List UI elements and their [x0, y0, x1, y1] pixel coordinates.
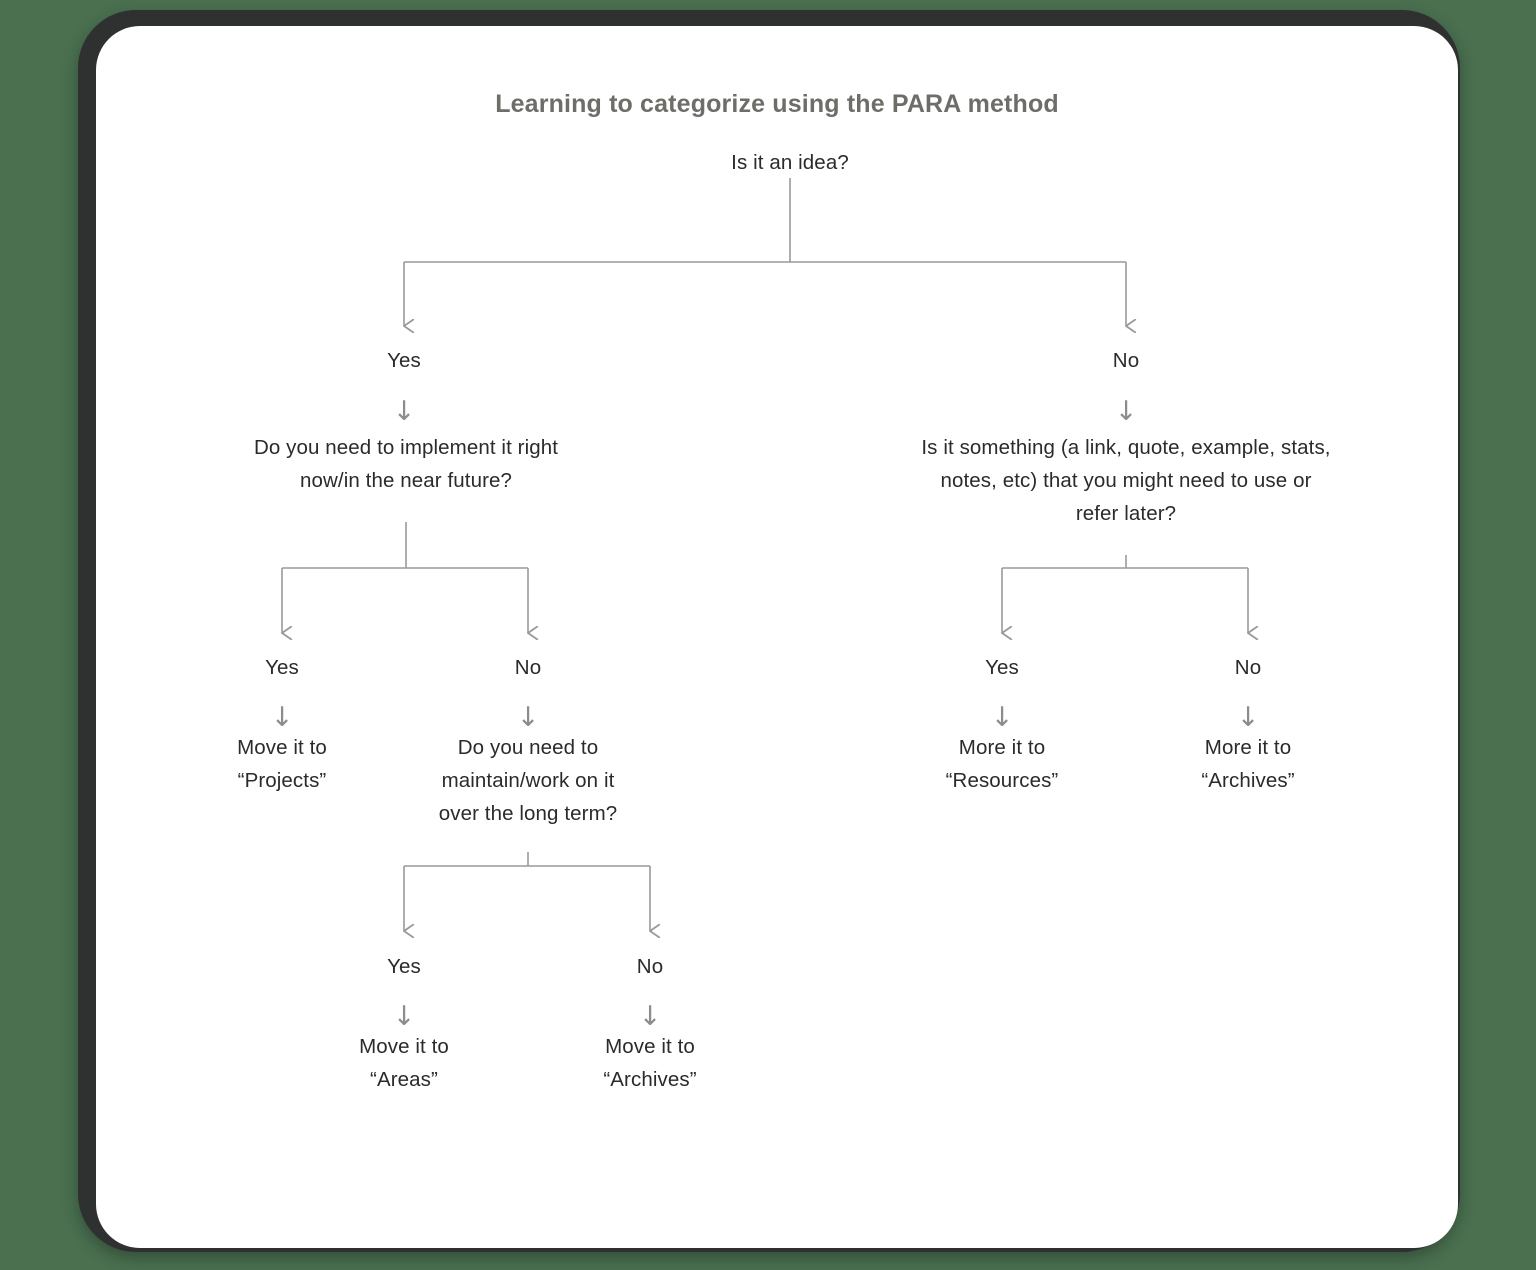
edge-label-no-1: No [1112, 349, 1140, 372]
node-outcome-archives-right: More it to “Archives” [1201, 736, 1295, 792]
arrow-down-icon-2: ↓ [1114, 396, 1138, 427]
arrow-down-icon-4: ↓ [516, 702, 540, 733]
edge-label-yes-1: Yes [387, 349, 421, 372]
connector-lines [96, 178, 1458, 1248]
arrow-down-icon-8: ↓ [638, 1001, 662, 1032]
flowchart-card: Learning to categorize using the PARA me… [96, 26, 1458, 1248]
node-outcome-archives-bottom: Move it to “Archives” [603, 1035, 697, 1091]
node-outcome-areas: Move it to “Areas” [359, 1035, 449, 1091]
para-method-flowchart: Learning to categorize using the PARA me… [96, 26, 1458, 1248]
page-title: Learning to categorize using the PARA me… [495, 90, 1059, 118]
edge-label-yes-2: Yes [265, 656, 299, 679]
arrow-down-icon-1: ↓ [392, 396, 416, 427]
arrow-down-icon-6: ↓ [1236, 702, 1260, 733]
arrow-down-icon-5: ↓ [990, 702, 1014, 733]
node-something-question: Is it something (a link, quote, example,… [921, 436, 1331, 525]
edge-label-no-3: No [1234, 656, 1262, 679]
arrow-down-icon-7: ↓ [392, 1001, 416, 1032]
edge-label-no-2: No [514, 656, 542, 679]
edge-label-no-4: No [636, 955, 664, 978]
node-outcome-projects: Move it to “Projects” [237, 736, 327, 792]
node-root-question: Is it an idea? [731, 151, 849, 174]
edge-label-yes-3: Yes [985, 656, 1019, 679]
node-maintain-question: Do you need to maintain/work on it over … [438, 736, 618, 825]
node-outcome-resources: More it to “Resources” [945, 736, 1059, 792]
node-implement-question: Do you need to implement it right now/in… [253, 436, 559, 492]
edge-label-yes-4: Yes [387, 955, 421, 978]
arrow-down-icon-3: ↓ [270, 702, 294, 733]
